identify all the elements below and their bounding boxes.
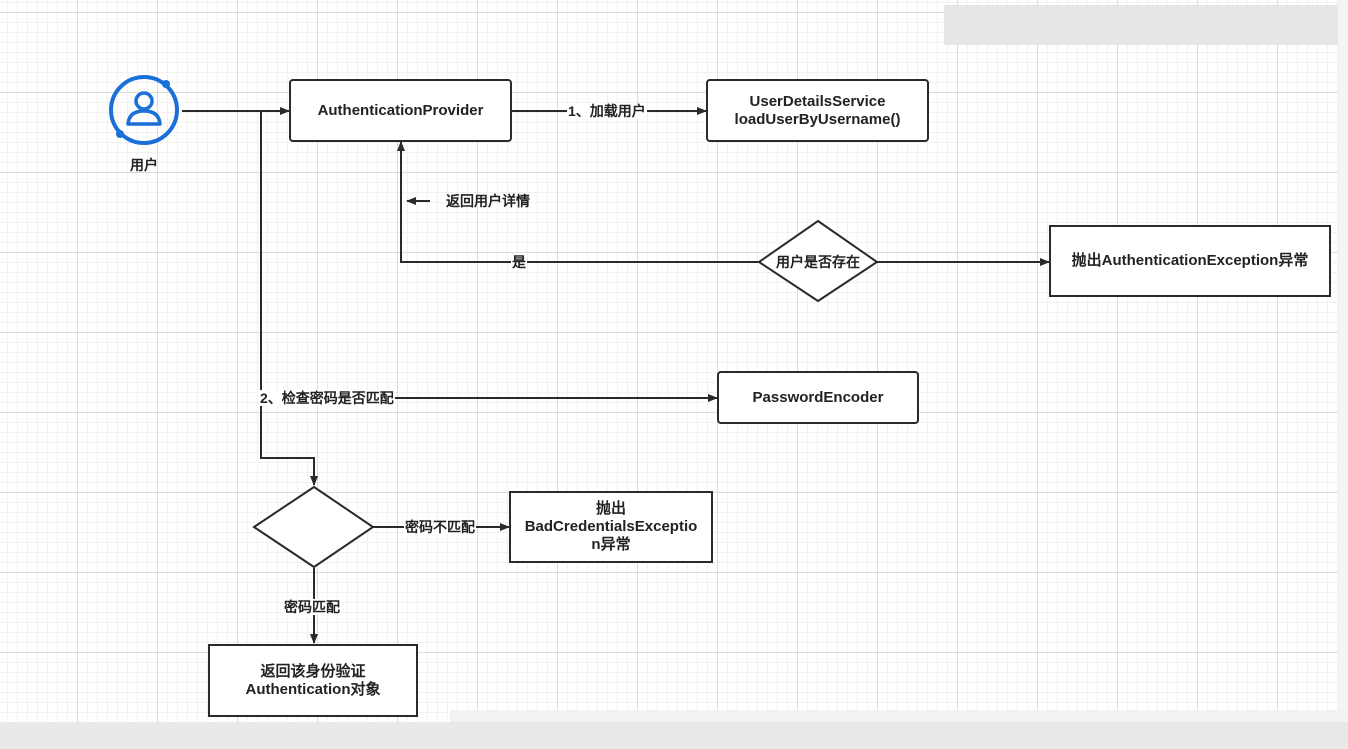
edge-label-check-password: 2、检查密码是否匹配 <box>259 390 395 406</box>
bad-credentials-line2: BadCredentialsExceptio <box>524 518 698 535</box>
top-toolbar-strip <box>944 5 1348 45</box>
authentication-exception-label: 抛出AuthenticationException异常 <box>1071 252 1309 269</box>
edge-trunk-to-check <box>260 111 318 486</box>
bottom-status-bar <box>0 722 1348 749</box>
edge-label-password-match: 密码匹配 <box>283 599 341 615</box>
bad-credentials-line3: n异常 <box>591 536 631 553</box>
user-label: 用户 <box>130 157 158 173</box>
authentication-provider-node[interactable]: AuthenticationProvider <box>289 79 512 142</box>
edge-yes-branch <box>397 141 759 263</box>
user-details-service-node[interactable]: UserDetailsService loadUserByUsername() <box>706 79 929 142</box>
password-encoder-label: PasswordEncoder <box>752 388 884 406</box>
edge-label-return-details: 返回用户详情 <box>446 193 530 209</box>
decision-password-check[interactable] <box>252 485 375 569</box>
authentication-provider-label: AuthenticationProvider <box>317 101 484 119</box>
user-details-service-label: UserDetailsService <box>749 92 886 110</box>
edge-label-password-mismatch: 密码不匹配 <box>404 519 476 535</box>
authentication-exception-node[interactable]: 抛出AuthenticationException异常 <box>1049 225 1331 297</box>
bad-credentials-line1: 抛出 <box>595 500 626 517</box>
return-authentication-line1: 返回该身份验证 <box>260 662 366 680</box>
edge-label-yes: 是 <box>511 254 527 270</box>
right-scroll-strip[interactable] <box>1338 0 1348 722</box>
load-user-by-username-label: loadUserByUsername() <box>734 110 901 128</box>
user-exists-label: 用户是否存在 <box>776 254 860 270</box>
decision-user-exists[interactable] <box>757 219 879 303</box>
password-encoder-node[interactable]: PasswordEncoder <box>717 371 919 424</box>
return-authentication-line2: Authentication对象 <box>245 680 381 698</box>
bad-credentials-exception-node[interactable]: 抛出 BadCredentialsExceptio n异常 <box>509 491 713 563</box>
user-avatar-icon[interactable] <box>109 75 179 145</box>
bottom-scroll-strip[interactable] <box>450 710 1348 724</box>
return-authentication-node[interactable]: 返回该身份验证 Authentication对象 <box>208 644 418 717</box>
edge-label-load-user: 1、加载用户 <box>567 103 647 119</box>
